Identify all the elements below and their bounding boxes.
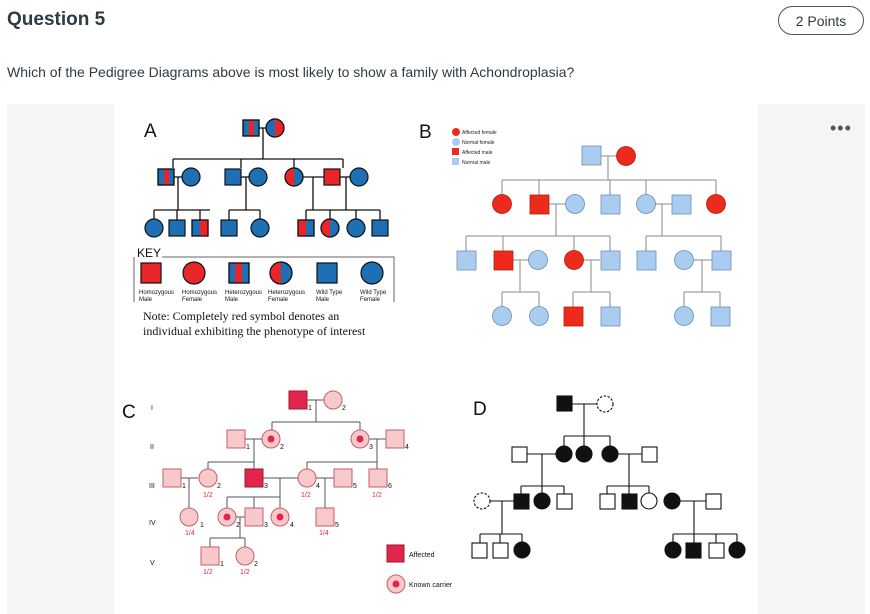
panel-label-a: A bbox=[144, 121, 157, 142]
pedigree-c: C I II III IV V bbox=[122, 390, 453, 594]
key-label: Male bbox=[225, 297, 239, 303]
generation-label: IV bbox=[149, 520, 156, 527]
note-line-2: individual exhibiting the phenotype of i… bbox=[143, 324, 366, 338]
pedigree-d: D bbox=[471, 395, 746, 559]
probability-label: 1/4 bbox=[185, 530, 195, 537]
key-label: Homozygous bbox=[139, 290, 174, 296]
panel-label-d: D bbox=[473, 399, 487, 420]
generation-label: II bbox=[150, 444, 154, 451]
question-prompt: Which of the Pedigree Diagrams above is … bbox=[7, 64, 575, 80]
wild-female bbox=[349, 167, 369, 187]
key-label: Homozygous bbox=[182, 290, 217, 296]
individual-id: 2 bbox=[280, 444, 284, 451]
individual-id: 2 bbox=[254, 561, 258, 568]
pedigree-image bbox=[114, 104, 758, 614]
individual-id: 1 bbox=[220, 561, 224, 568]
legend-label: Normal male bbox=[462, 160, 491, 166]
individual-id: 2 bbox=[217, 483, 221, 490]
probability-label: 1/2 bbox=[372, 492, 382, 499]
individual-id: 3 bbox=[369, 444, 373, 451]
wild-female bbox=[181, 167, 201, 187]
key-label: Wild Type bbox=[360, 290, 387, 296]
note-line-1: Note: Completely red symbol denotes an bbox=[143, 309, 339, 323]
key-label: Female bbox=[182, 297, 203, 303]
individual-id: 5 bbox=[353, 483, 357, 490]
probability-label: 1/2 bbox=[203, 492, 213, 499]
individual-id: 3 bbox=[264, 483, 268, 490]
wild-female bbox=[248, 167, 268, 187]
individual-id: 2 bbox=[236, 522, 240, 529]
key-label: Male bbox=[139, 297, 153, 303]
individual-id: 2 bbox=[342, 405, 346, 412]
probability-label: 1/4 bbox=[319, 530, 329, 537]
pedigree-a: A bbox=[144, 121, 381, 220]
legend-label: Affected female bbox=[462, 130, 497, 136]
key-a: KEY Homozygous Male Homozygous Female He… bbox=[133, 246, 395, 338]
het-male bbox=[242, 119, 260, 137]
hom-male bbox=[323, 168, 341, 186]
individual-id: 1 bbox=[182, 483, 186, 490]
key-label: Heterozygous bbox=[225, 290, 262, 296]
panel-label-b: B bbox=[419, 122, 432, 143]
het-female bbox=[265, 118, 285, 138]
individual-id: 1 bbox=[308, 405, 312, 412]
pedigree-figure: A bbox=[122, 118, 746, 594]
key-label: Heterozygous bbox=[268, 290, 305, 296]
individual-id: 1 bbox=[200, 522, 204, 529]
more-options-icon[interactable]: ••• bbox=[830, 118, 852, 138]
legend-affected: Affected bbox=[409, 552, 435, 559]
generation-label: V bbox=[150, 560, 155, 567]
key-label: Wild Type bbox=[316, 290, 343, 296]
generation-label: III bbox=[149, 483, 155, 490]
key-label: Female bbox=[360, 297, 381, 303]
question-title: Question 5 bbox=[7, 9, 106, 30]
probability-label: 1/2 bbox=[203, 569, 213, 576]
individual-id: 4 bbox=[290, 522, 294, 529]
individual-id: 3 bbox=[264, 522, 268, 529]
probability-label: 1/2 bbox=[240, 569, 250, 576]
legend-label: Affected male bbox=[462, 150, 493, 156]
het-male bbox=[157, 168, 175, 186]
individual-id: 6 bbox=[388, 483, 392, 490]
pedigree-a-symbols bbox=[144, 118, 389, 238]
individual-id: 4 bbox=[405, 444, 409, 451]
points-badge: 2 Points bbox=[778, 6, 864, 35]
probability-label: 1/2 bbox=[301, 492, 311, 499]
legend-label: Normal female bbox=[462, 140, 495, 146]
key-label: Male bbox=[316, 297, 330, 303]
individual-id: 1 bbox=[246, 444, 250, 451]
key-label: Female bbox=[268, 297, 289, 303]
wild-male bbox=[224, 168, 242, 186]
legend-carrier: Known carrier bbox=[409, 582, 453, 589]
het-female bbox=[284, 167, 304, 187]
individual-id: 4 bbox=[316, 483, 320, 490]
individual-id: 5 bbox=[335, 522, 339, 529]
generation-label: I bbox=[151, 405, 153, 412]
panel-label-c: C bbox=[122, 402, 136, 423]
pedigree-b: B Affected female Normal female Affected… bbox=[419, 122, 732, 327]
key-title: KEY bbox=[137, 246, 161, 260]
